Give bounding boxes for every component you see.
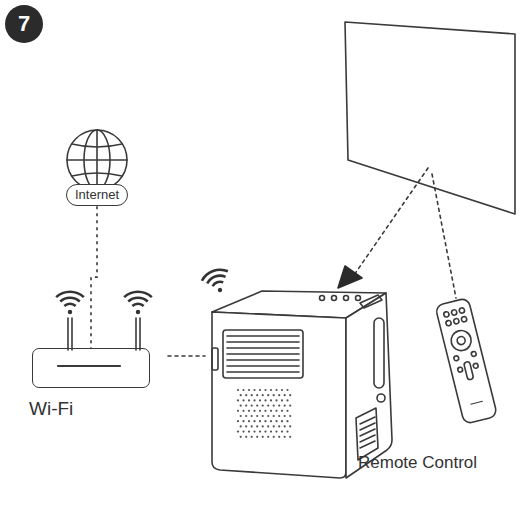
remote-label: Remote Control — [358, 452, 477, 473]
cable-link — [168, 355, 205, 357]
beam-line — [352, 168, 428, 278]
wifi-symbol — [123, 290, 152, 314]
wifi-symbol — [199, 265, 235, 297]
remote-signal — [432, 174, 456, 298]
remote-control — [435, 298, 498, 425]
projection-screen — [345, 22, 515, 214]
projector — [212, 291, 392, 478]
node-text: Wi-Fi — [29, 397, 73, 421]
dashed-link — [91, 206, 97, 348]
node-text: Remote Control — [358, 452, 477, 473]
globe-icon — [67, 130, 127, 190]
internet-pill: Internet — [66, 184, 128, 206]
callout-circle — [5, 5, 43, 43]
router-antennas — [44, 318, 150, 386]
wifi-symbol — [55, 290, 84, 314]
beam-arrowhead — [338, 266, 362, 288]
node-text: Internet — [75, 187, 119, 203]
router-box: Wi-Fi — [32, 348, 150, 388]
callout-number: 7 — [18, 13, 30, 35]
